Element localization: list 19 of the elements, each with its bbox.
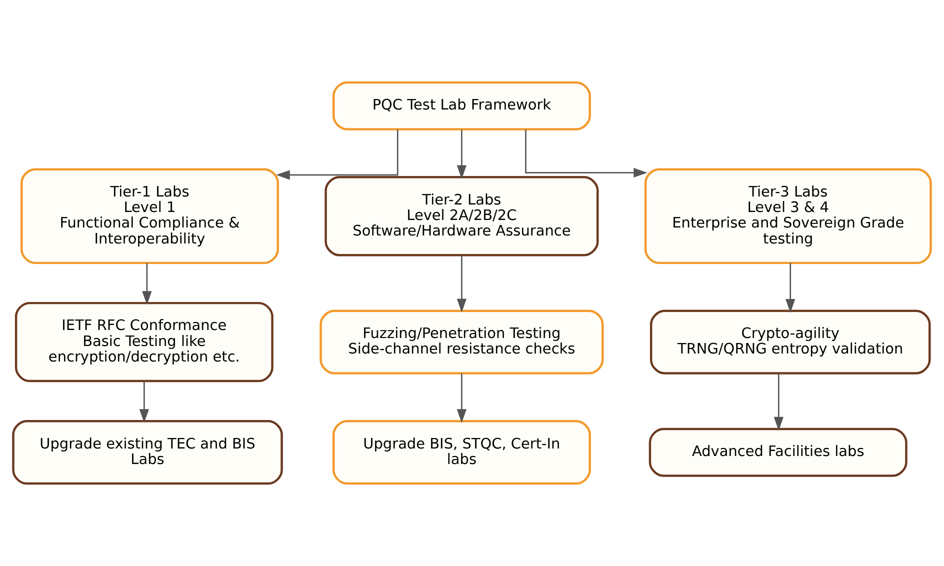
- arrow: [786, 263, 796, 313]
- node-box: IETF RFC Conformance Basic Testing like encryption/decryption etc.: [14, 302, 274, 382]
- arrow: [456, 130, 467, 180]
- arrow: [456, 373, 467, 423]
- arrow: [139, 381, 149, 423]
- node-box: Upgrade BIS, STQC, Cert-In labs: [332, 420, 591, 485]
- node-box: Tier-3 Labs Level 3 & 4 Enterprise and Sovereign Grade testing: [644, 168, 932, 264]
- node-box: PQC Test Lab Framework: [332, 81, 591, 130]
- arrow: [276, 130, 398, 180]
- node-box: Tier-1 Labs Level 1 Functional Compliance & Interoperability: [20, 168, 279, 264]
- node-box: Fuzzing/Penetration Testing Side-channel resistance checks: [320, 310, 604, 374]
- node-box: Crypto-agility TRNG/QRNG entropy validation: [650, 310, 931, 374]
- node-box: Advanced Facilities labs: [648, 428, 908, 477]
- node-box: Upgrade existing TEC and BIS Labs: [12, 420, 283, 485]
- node-box: Tier-2 Labs Level 2A/2B/2C Software/Hardware Assurance: [324, 176, 599, 256]
- arrow: [142, 263, 152, 305]
- arrow: [456, 255, 467, 313]
- arrow: [525, 130, 648, 178]
- arrow: [774, 373, 784, 431]
